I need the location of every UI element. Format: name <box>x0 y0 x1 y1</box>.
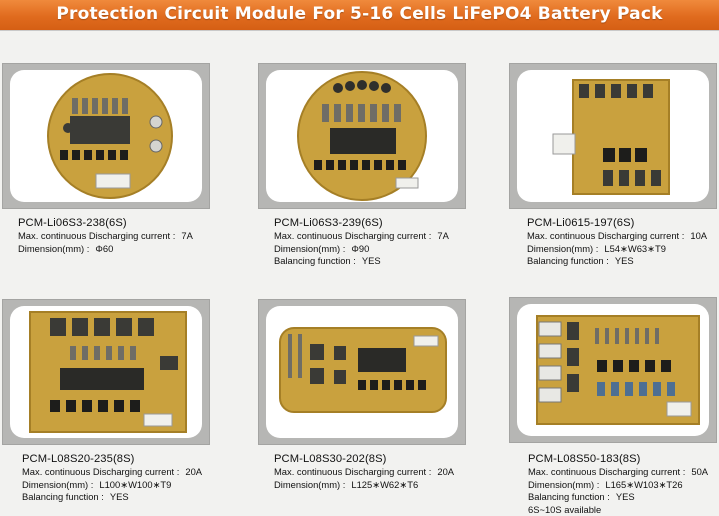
current-label: Max. continuous Discharging current : <box>18 230 176 241</box>
header-banner: Protection Circuit Module For 5-16 Cells… <box>0 0 719 30</box>
product-image-card <box>258 63 466 209</box>
product-info: PCM-Li06S3-238(6S) Max. continuous Disch… <box>18 216 253 255</box>
dimension-value: L125∗W62∗T6 <box>351 478 419 490</box>
pcb-board-round-large-image <box>297 71 427 201</box>
pcb-board-square-large-image <box>29 311 187 433</box>
balancing-value: YES <box>361 255 381 267</box>
product-model: PCM-Li06S3-239(6S) <box>274 217 383 229</box>
current-label: Max. continuous Discharging current : <box>22 466 180 477</box>
current-value: 50A <box>691 466 709 477</box>
dimension-value: Φ90 <box>351 242 370 254</box>
product-image-card <box>2 63 210 209</box>
pcb-board-large-image <box>536 315 700 425</box>
product-image-card <box>509 297 717 443</box>
current-label: Max. continuous Discharging current : <box>527 230 685 241</box>
product-info: PCM-L08S20-235(8S) Max. continuous Disch… <box>22 452 257 504</box>
dimension-label: Dimension(mm) : <box>18 242 90 254</box>
dimension-value: L165∗W103∗T26 <box>605 478 683 490</box>
dimension-value: L100∗W100∗T9 <box>99 478 172 490</box>
dimension-label: Dimension(mm) : <box>22 478 94 490</box>
current-label: Max. continuous Discharging current : <box>274 230 432 241</box>
product-info: PCM-Li06S3-239(6S) Max. continuous Disch… <box>274 216 509 268</box>
product-image-card <box>258 299 466 445</box>
availability-note: 6S~10S available <box>528 503 602 515</box>
balancing-label: Balancing function : <box>527 255 609 267</box>
current-value: 20A <box>185 466 203 477</box>
product-model: PCM-L08S50-183(8S) <box>528 453 641 465</box>
current-label: Max. continuous Discharging current : <box>528 466 686 477</box>
dimension-value: Φ60 <box>95 242 114 254</box>
dimension-label: Dimension(mm) : <box>274 478 346 490</box>
page-title: Protection Circuit Module For 5-16 Cells… <box>56 4 663 24</box>
balancing-value: YES <box>614 255 634 267</box>
balancing-label: Balancing function : <box>22 491 104 503</box>
current-value: 20A <box>437 466 455 477</box>
product-model: PCM-L08S20-235(8S) <box>22 453 135 465</box>
product-info: PCM-L08S50-183(8S) Max. continuous Disch… <box>528 452 719 516</box>
dimension-value: L54∗W63∗T9 <box>604 242 666 254</box>
dimension-label: Dimension(mm) : <box>527 242 599 254</box>
product-image-card <box>2 299 210 445</box>
dimension-label: Dimension(mm) : <box>528 478 600 490</box>
product-image-card <box>509 63 717 209</box>
product-model: PCM-L08S30-202(8S) <box>274 453 387 465</box>
pcb-board-square-small-image <box>552 79 670 195</box>
current-value: 10A <box>690 230 708 241</box>
product-info: PCM-L08S30-202(8S) Max. continuous Disch… <box>274 452 509 491</box>
pcb-board-round-small-image <box>47 73 173 199</box>
current-label: Max. continuous Discharging current : <box>274 466 432 477</box>
product-info: PCM-Li0615-197(6S) Max. continuous Disch… <box>527 216 719 268</box>
product-model: PCM-Li06S3-238(6S) <box>18 217 127 229</box>
dimension-label: Dimension(mm) : <box>274 242 346 254</box>
balancing-label: Balancing function : <box>274 255 356 267</box>
current-value: 7A <box>181 230 193 241</box>
pcb-board-wide-image <box>279 327 447 413</box>
balancing-value: YES <box>109 491 129 503</box>
current-value: 7A <box>437 230 449 241</box>
product-model: PCM-Li0615-197(6S) <box>527 217 635 229</box>
balancing-label: Balancing function : <box>528 491 610 503</box>
balancing-value: YES <box>615 491 635 503</box>
